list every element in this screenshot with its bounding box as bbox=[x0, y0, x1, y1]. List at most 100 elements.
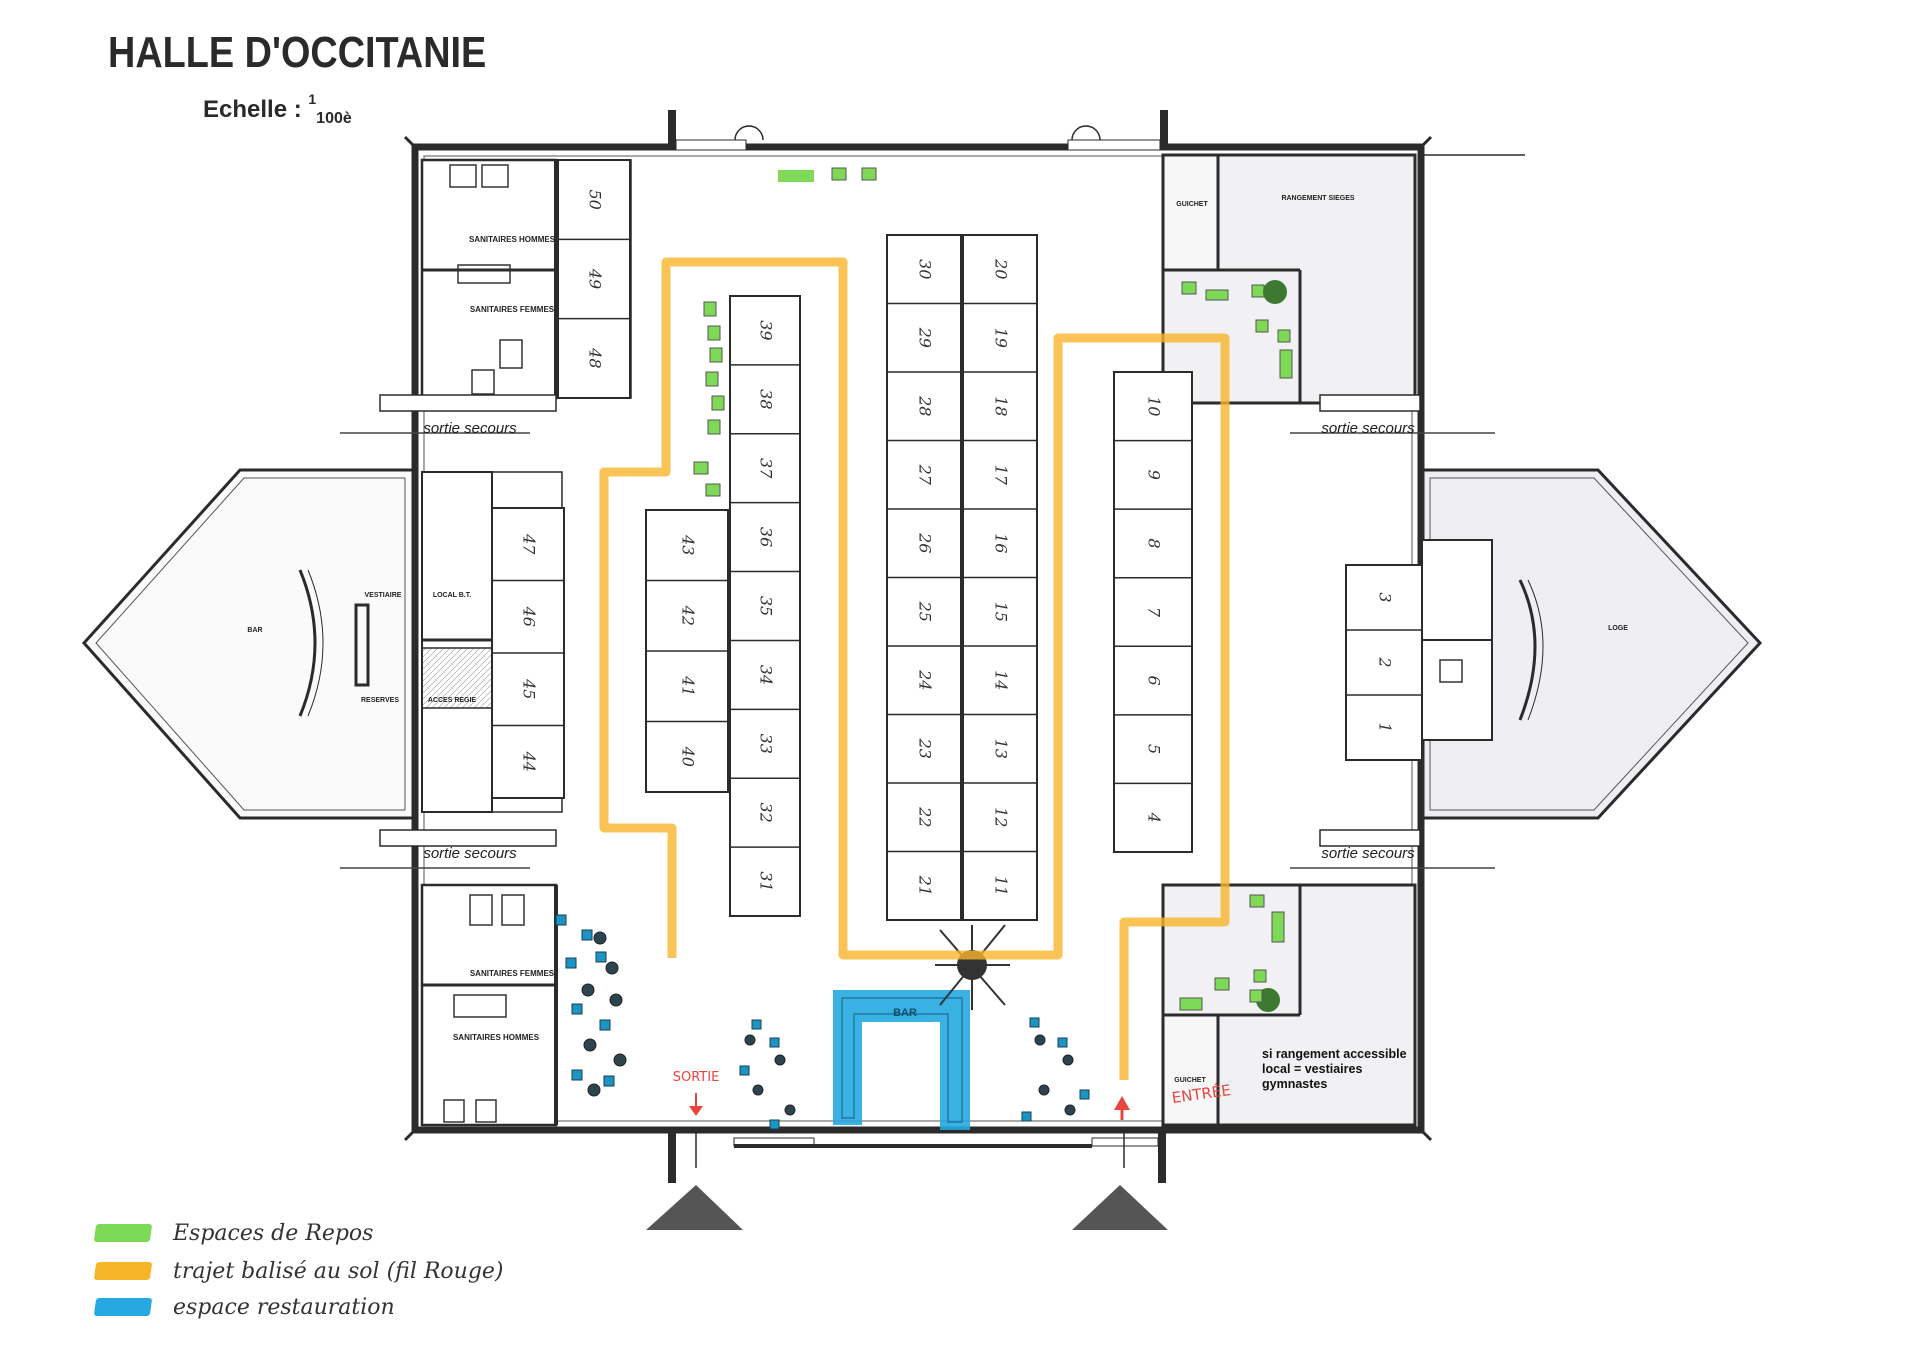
stand-number-15: 15 bbox=[992, 602, 1011, 622]
room-label-rangement-sieges: RANGEMENT SIEGES bbox=[1281, 195, 1354, 202]
stand-number-45: 45 bbox=[520, 678, 539, 699]
room-label-sanitaires-femmes-top: SANITAIRES FEMMES bbox=[470, 305, 555, 314]
legend-item-path: trajet balisé au sol (fil Rouge) bbox=[93, 1256, 504, 1286]
scale-numerator: 1 bbox=[308, 91, 317, 107]
stand-number-50: 50 bbox=[586, 189, 605, 209]
stand-number-21: 21 bbox=[916, 875, 935, 896]
stand-number-33: 33 bbox=[757, 734, 776, 754]
room-labels: SANITAIRES HOMMES SANITAIRES FEMMES SANI… bbox=[247, 195, 1628, 1084]
central-decoration bbox=[935, 924, 1010, 1010]
stand-number-38: 38 bbox=[757, 389, 776, 409]
stand-number-1: 1 bbox=[1376, 722, 1395, 732]
stand-number-18: 18 bbox=[992, 396, 1011, 416]
stand-number-7: 7 bbox=[1145, 607, 1164, 618]
stand-number-43: 43 bbox=[679, 534, 698, 555]
rangement-top-right bbox=[1161, 153, 1421, 412]
exit-label-se: sortie secours bbox=[1321, 845, 1415, 862]
storage-note: si rangement accessible local = vestiair… bbox=[1262, 1047, 1407, 1092]
exit-label-ne: sortie secours bbox=[1321, 420, 1415, 437]
marked-floor-path bbox=[599, 257, 1230, 1080]
stand-number-44: 44 bbox=[520, 751, 539, 772]
legend-item-food: espace restauration bbox=[93, 1292, 395, 1322]
dining-tables bbox=[581, 931, 1076, 1116]
stand-number-23: 23 bbox=[916, 738, 935, 759]
sanitaires-bottom-left bbox=[379, 829, 558, 1127]
stand-number-12: 12 bbox=[992, 807, 1011, 827]
room-label-bar: BAR bbox=[247, 627, 262, 634]
stand-number-5: 5 bbox=[1145, 744, 1164, 754]
room-label-sanitaires-femmes-bottom: SANITAIRES FEMMES bbox=[470, 969, 555, 978]
plan-title: HALLE D'OCCITANIE bbox=[108, 28, 487, 77]
entree-door-marker bbox=[1072, 1185, 1168, 1230]
service-rooms-left bbox=[421, 471, 563, 813]
stand-number-31: 31 bbox=[757, 871, 776, 891]
room-label-vestiaire: VESTIAIRE bbox=[365, 592, 402, 599]
room-label-loge: LOGE bbox=[1608, 625, 1628, 632]
legend-label-path: trajet balisé au sol (fil Rouge) bbox=[173, 1258, 504, 1284]
stand-number-28: 28 bbox=[916, 395, 935, 416]
legend-swatch-path bbox=[93, 1262, 153, 1280]
stand-number-25: 25 bbox=[916, 601, 935, 622]
exit-lines bbox=[340, 432, 1495, 869]
stand-column-col-39-31 bbox=[729, 295, 801, 917]
stands: 5049484746454443424140393837363534333231… bbox=[491, 159, 1423, 921]
bar-counter-label: BAR bbox=[893, 1007, 917, 1019]
stand-number-14: 14 bbox=[992, 670, 1011, 690]
room-label-local-bt: LOCAL B.T. bbox=[433, 592, 471, 599]
room-label-sanitaires-hommes-bottom: SANITAIRES HOMMES bbox=[453, 1033, 540, 1042]
stand-column-col-50-48 bbox=[557, 159, 631, 399]
scale-label: Echelle : 1100è bbox=[203, 91, 352, 128]
service-rooms-right bbox=[1421, 539, 1493, 741]
stand-number-4: 4 bbox=[1145, 812, 1164, 823]
stand-number-26: 26 bbox=[916, 532, 935, 553]
stand-number-10: 10 bbox=[1145, 396, 1164, 416]
exit-labels: sortie secours sortie secours sortie sec… bbox=[423, 420, 1415, 862]
stand-number-32: 32 bbox=[757, 802, 776, 822]
stand-number-3: 3 bbox=[1376, 592, 1395, 602]
stand-column-col-3-1 bbox=[1345, 564, 1423, 761]
stand-number-27: 27 bbox=[916, 464, 935, 486]
stand-number-9: 9 bbox=[1145, 470, 1164, 480]
sortie-door-marker bbox=[646, 1185, 743, 1230]
rest-areas bbox=[693, 167, 1293, 1012]
bar-wing bbox=[81, 468, 415, 820]
dining-chairs bbox=[555, 914, 1090, 1130]
stand-number-40: 40 bbox=[679, 746, 698, 767]
stand-number-13: 13 bbox=[992, 739, 1011, 759]
legend-swatch-food bbox=[93, 1298, 153, 1316]
stand-number-46: 46 bbox=[520, 606, 539, 627]
stand-number-22: 22 bbox=[916, 806, 935, 827]
stand-number-49: 49 bbox=[586, 268, 605, 289]
sortie-marker: SORTIE bbox=[673, 1070, 720, 1085]
stand-number-29: 29 bbox=[916, 327, 935, 348]
legend-label-rest: Espaces de Repos bbox=[173, 1220, 374, 1246]
stand-number-17: 17 bbox=[992, 465, 1011, 486]
stand-number-11: 11 bbox=[992, 876, 1011, 896]
storage-note-line-2: local = vestiaires bbox=[1262, 1062, 1363, 1076]
stand-number-2: 2 bbox=[1376, 656, 1395, 667]
exit-label-sw: sortie secours bbox=[423, 845, 517, 862]
stand-number-36: 36 bbox=[757, 527, 776, 547]
stand-number-30: 30 bbox=[916, 259, 935, 279]
legend-item-rest: Espaces de Repos bbox=[93, 1218, 374, 1248]
stand-number-42: 42 bbox=[679, 605, 698, 626]
stand-number-37: 37 bbox=[757, 458, 776, 479]
storage-note-line-1: si rangement accessible bbox=[1262, 1047, 1407, 1061]
stand-number-16: 16 bbox=[992, 533, 1011, 553]
stand-number-48: 48 bbox=[586, 347, 605, 368]
room-label-guichet-bottom: GUICHET bbox=[1174, 1077, 1206, 1084]
stand-number-39: 39 bbox=[757, 320, 776, 340]
stand-number-19: 19 bbox=[992, 328, 1011, 348]
legend-label-food: espace restauration bbox=[173, 1294, 395, 1320]
room-label-reserves: RESERVES bbox=[361, 697, 399, 704]
stand-number-8: 8 bbox=[1145, 538, 1164, 548]
room-label-guichet-top: GUICHET bbox=[1176, 201, 1208, 208]
stand-number-47: 47 bbox=[520, 533, 539, 555]
exit-label-nw: sortie secours bbox=[423, 420, 517, 437]
stand-number-24: 24 bbox=[916, 669, 935, 690]
room-label-acces-regie: ACCES REGIE bbox=[428, 697, 477, 704]
stand-number-35: 35 bbox=[757, 596, 776, 616]
stand-number-41: 41 bbox=[679, 675, 698, 696]
sanitaires-top-left bbox=[379, 158, 632, 412]
stand-column-col-10-4 bbox=[1113, 371, 1193, 853]
